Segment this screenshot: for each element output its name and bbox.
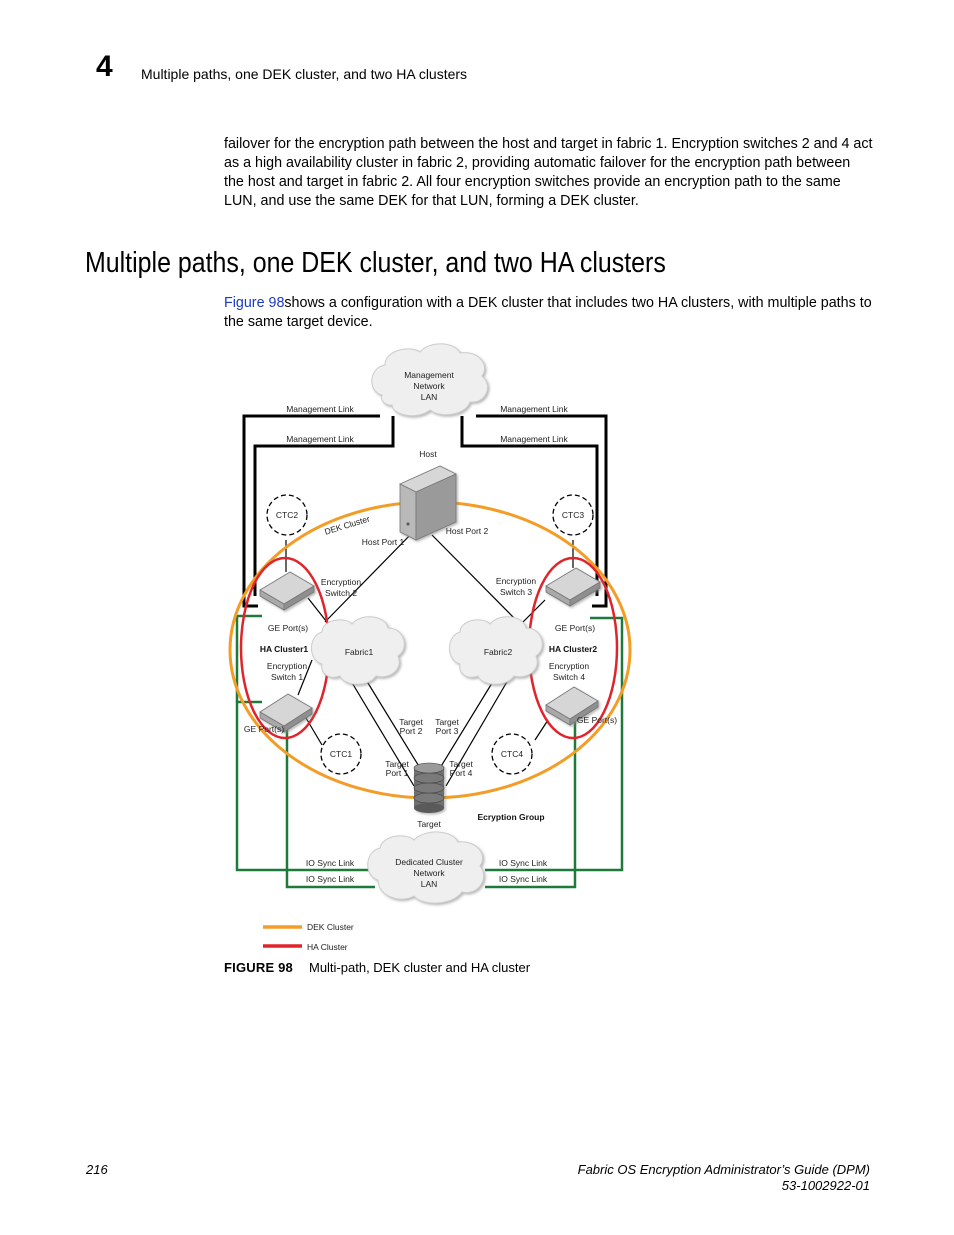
- enc-switch2-line2: Switch 2: [325, 588, 357, 598]
- ctc1-label: CTC1: [330, 749, 352, 759]
- target-label: Target: [417, 819, 441, 829]
- management-links: [242, 414, 608, 608]
- ctc2-label: CTC2: [276, 510, 298, 520]
- target-port1-line1: Target: [385, 759, 409, 769]
- ge-ports-label: GE Port(s): [577, 715, 617, 725]
- enc-switch1-line1: Encryption: [267, 661, 307, 671]
- legend-ha-label: HA Cluster: [307, 942, 348, 952]
- figure-98-diagram: Management Network LAN Management Link M…: [225, 340, 645, 960]
- mgmt-cloud-line3: LAN: [421, 392, 438, 402]
- mgmt-cloud-line2: Network: [413, 381, 445, 391]
- target-port2-line1: Target: [399, 717, 423, 727]
- footer-doc-title: Fabric OS Encryption Administrator’s Gui…: [577, 1162, 870, 1177]
- figure-caption-text: Multi-path, DEK cluster and HA cluster: [308, 960, 531, 975]
- fabric1-label: Fabric1: [345, 647, 374, 657]
- dek-cluster-arc-label: DEK Cluster: [323, 513, 371, 536]
- target-port4-line2: Port 4: [450, 768, 473, 778]
- body-paragraph: failover for the encryption path between…: [224, 136, 873, 209]
- mgmt-link-label: Management Link: [286, 404, 354, 414]
- figure-98-link[interactable]: Figure 98: [224, 295, 285, 311]
- enc-switch4-line2: Switch 4: [553, 672, 585, 682]
- dedicated-cloud-line3: LAN: [421, 879, 438, 889]
- chapter-number: 4: [96, 50, 113, 83]
- encryption-switch-4-icon: [545, 686, 599, 726]
- mgmt-cloud-line1: Management: [404, 370, 454, 380]
- encryption-switch-1-icon: [259, 693, 313, 733]
- dedicated-cluster-cloud: [367, 831, 485, 904]
- host-server-icon: [399, 465, 457, 541]
- enc-switch4-line1: Encryption: [549, 661, 589, 671]
- enc-switch3-line1: Encryption: [496, 576, 536, 586]
- io-sync-links: [235, 614, 624, 889]
- intro-paragraph-text: shows a configuration with a DEK cluster…: [224, 295, 872, 330]
- management-cloud: [371, 343, 488, 417]
- ge-ports-label: GE Port(s): [244, 724, 284, 734]
- io-sync-link-label: IO Sync Link: [306, 858, 355, 868]
- io-sync-link-label: IO Sync Link: [499, 858, 548, 868]
- encryption-switch-3-icon: [545, 567, 601, 607]
- legend-dek-label: DEK Cluster: [307, 922, 354, 932]
- footer-doc-number: 53-1002922-01: [781, 1178, 870, 1193]
- running-header-title: Multiple paths, one DEK cluster, and two…: [141, 66, 468, 82]
- ha-cluster1-label: HA Cluster1: [260, 644, 309, 654]
- target-port1-line2: Port 1: [386, 768, 409, 778]
- section-title: Multiple paths, one DEK cluster, and two…: [85, 247, 666, 279]
- network-diagram-svg: Management Network LAN Management Link M…: [228, 343, 632, 952]
- target-port4-line1: Target: [449, 759, 473, 769]
- fabric2-label: Fabric2: [484, 647, 513, 657]
- fabric2-cloud: [449, 616, 543, 685]
- host-port1-label: Host Port 1: [362, 537, 405, 547]
- target-port3-line1: Target: [435, 717, 459, 727]
- ha-cluster2-label: HA Cluster2: [549, 644, 598, 654]
- dedicated-cloud-line2: Network: [413, 868, 445, 878]
- ge-ports-label: GE Port(s): [555, 623, 595, 633]
- mgmt-link-label: Management Link: [500, 404, 568, 414]
- ge-ports-label: GE Port(s): [268, 623, 308, 633]
- encryption-group-label: Ecryption Group: [477, 812, 544, 822]
- mgmt-link-label: Management Link: [286, 434, 354, 444]
- target-storage-icon: [413, 762, 445, 813]
- enc-switch3-line2: Switch 3: [500, 587, 532, 597]
- host-label: Host: [419, 449, 437, 459]
- fabric1-cloud: [311, 616, 405, 685]
- dedicated-cloud-line1: Dedicated Cluster: [395, 857, 463, 867]
- enc-switch2-line1: Encryption: [321, 577, 361, 587]
- io-sync-link-label: IO Sync Link: [306, 874, 355, 884]
- host-port2-label: Host Port 2: [446, 526, 489, 536]
- figure-caption: FIGURE 98 Multi-path, DEK cluster and HA …: [224, 959, 530, 977]
- target-port2-line2: Port 2: [400, 726, 423, 736]
- page-number: 216: [86, 1162, 108, 1177]
- mgmt-link-label: Management Link: [500, 434, 568, 444]
- encryption-switch-2-icon: [259, 571, 315, 611]
- enc-switch1-line2: Switch 1: [271, 672, 303, 682]
- intro-paragraph: Figure 98shows a configuration with a DE…: [224, 294, 874, 332]
- figure-caption-label: FIGURE 98: [224, 960, 293, 975]
- ctc3-label: CTC3: [562, 510, 584, 520]
- ctc4-label: CTC4: [501, 749, 523, 759]
- io-sync-link-label: IO Sync Link: [499, 874, 548, 884]
- ctc-circles: [266, 494, 594, 775]
- target-port3-line2: Port 3: [436, 726, 459, 736]
